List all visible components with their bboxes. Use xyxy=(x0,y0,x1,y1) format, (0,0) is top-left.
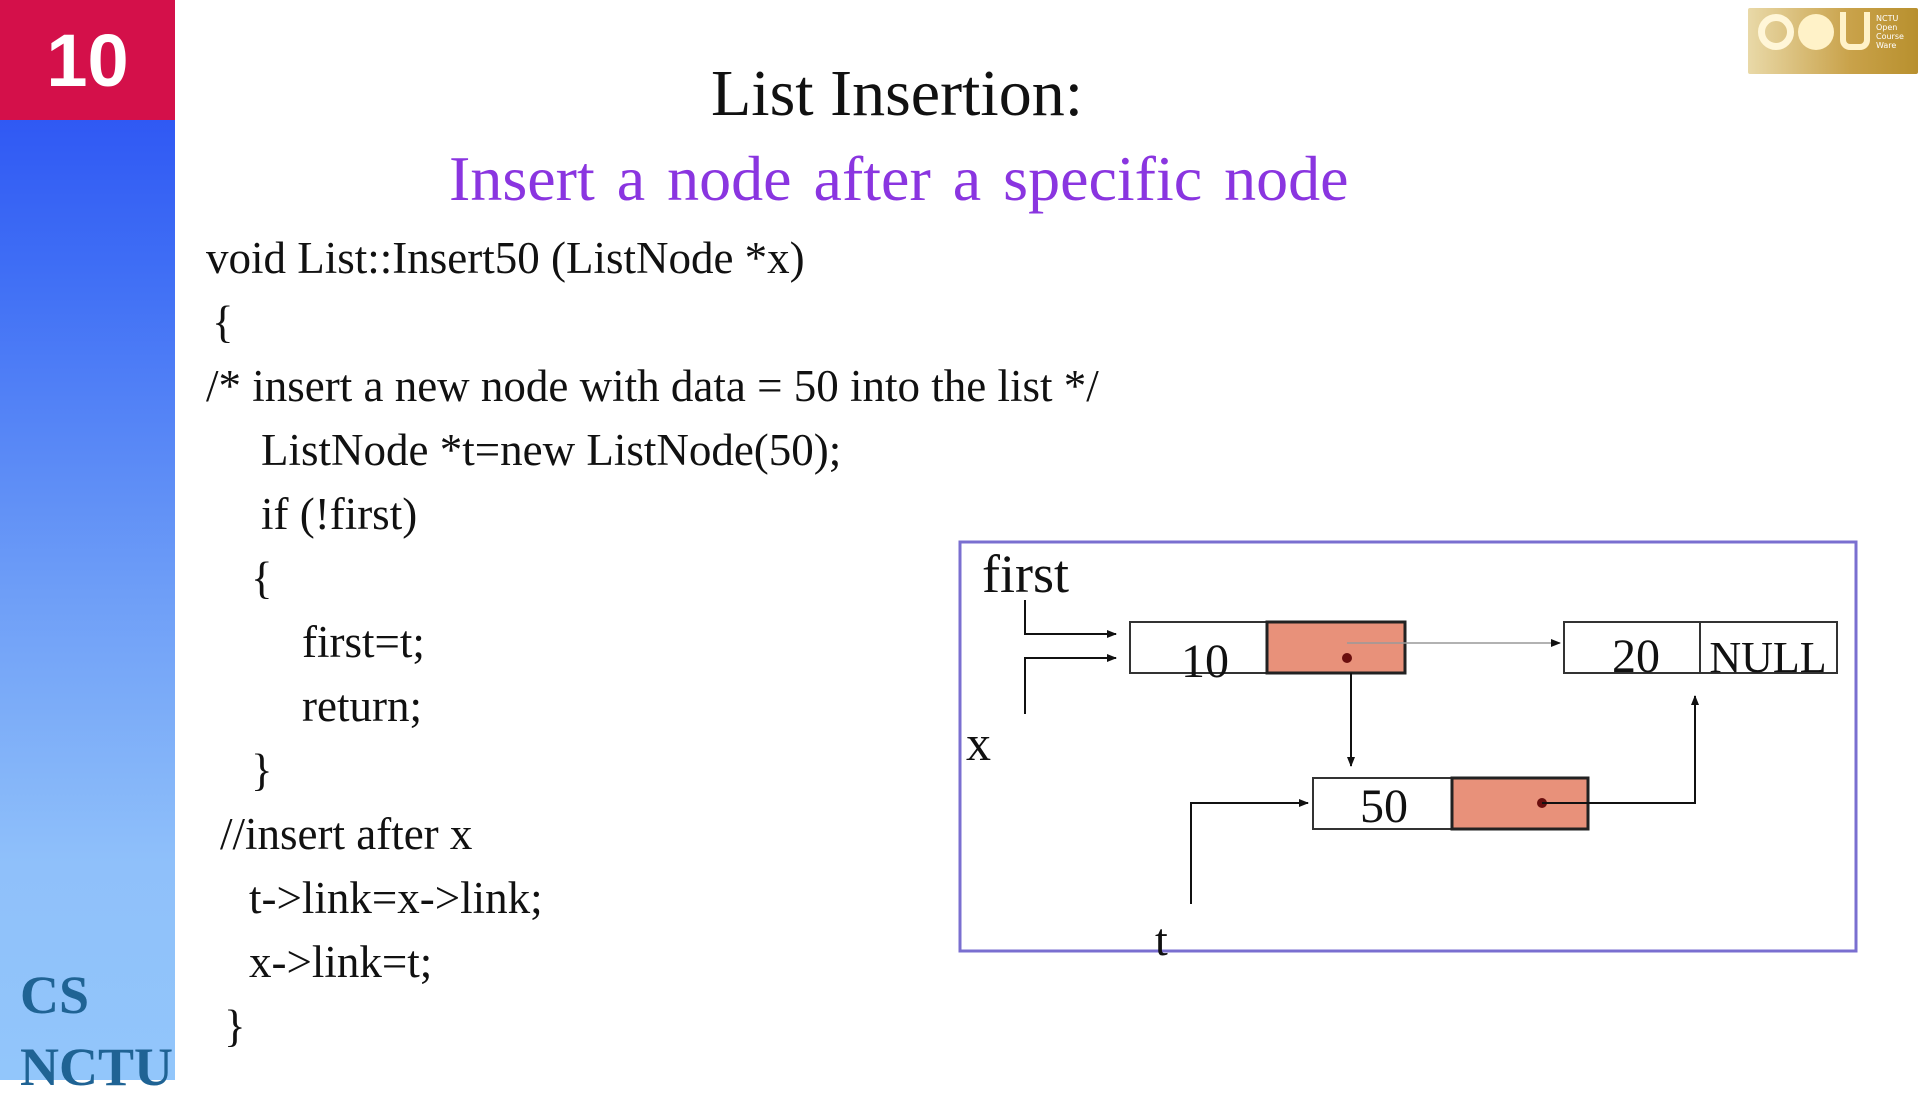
code-line: void List::Insert50 (ListNode *x) xyxy=(206,233,805,283)
node-20: 20 NULL xyxy=(1563,621,1838,683)
node-50: 50 xyxy=(1312,776,1590,833)
node-10-data: 10 xyxy=(1181,635,1229,688)
diagram-frame xyxy=(958,540,1858,953)
code-line: if (!first) xyxy=(261,489,418,539)
slide-number: 10 xyxy=(0,0,175,120)
first-pointer-arrow xyxy=(1024,600,1117,638)
ocw-logo: NCTU Open Course Ware xyxy=(1748,8,1918,74)
code-line: { xyxy=(212,297,234,347)
t-pointer-arrow xyxy=(1190,799,1309,904)
label-first: first xyxy=(982,544,1069,604)
node-10: 10 xyxy=(1129,620,1407,688)
code-line: } xyxy=(224,1001,246,1051)
node-50-data: 50 xyxy=(1360,780,1408,833)
code-line: first=t; xyxy=(302,617,425,667)
t-link-to-20-arrow xyxy=(1542,695,1699,804)
code-line: return; xyxy=(302,681,422,731)
code-line: t->link=x->link; xyxy=(249,873,543,923)
code-line: /* insert a new node with data = 50 into… xyxy=(206,361,1099,411)
code-line: { xyxy=(251,553,273,603)
node-20-link: NULL xyxy=(1709,633,1826,682)
slide-title: List Insertion: xyxy=(710,57,1084,130)
code-line: x->link=t; xyxy=(249,937,433,987)
sidebar-label-cs: CS xyxy=(20,965,90,1025)
code-line: ListNode *t=new ListNode(50); xyxy=(261,425,842,475)
slide-subtitle: Insert a node after a specific node xyxy=(449,143,1349,214)
node-20-data: 20 xyxy=(1612,630,1660,683)
code-line: } xyxy=(251,745,273,795)
sidebar xyxy=(0,0,175,1080)
code-line: //insert after x xyxy=(220,809,473,859)
label-t: t xyxy=(1155,914,1168,965)
x-pointer-arrow xyxy=(1024,654,1117,714)
label-x: x xyxy=(966,715,991,771)
